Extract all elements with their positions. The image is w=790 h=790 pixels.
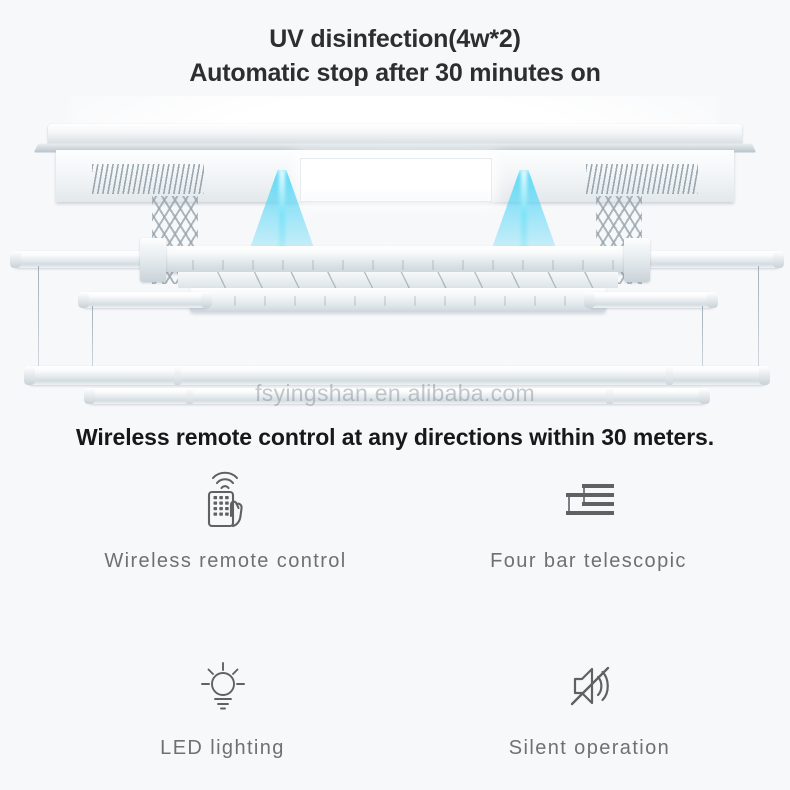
muted-speaker-icon <box>548 649 632 723</box>
ceiling-housing <box>48 124 742 146</box>
feature-four-bar-telescopic: Four bar telescopic <box>387 462 790 573</box>
tagline: Wireless remote control at any direction… <box>75 424 715 450</box>
frame-end-block-right <box>624 238 650 282</box>
feature-silent-operation: Silent operation <box>389 649 790 760</box>
frame-diagonal-struts <box>190 272 606 292</box>
frame-end-block-left <box>140 238 166 282</box>
light-bulb-icon <box>181 649 265 723</box>
feature-label: Four bar telescopic <box>490 550 687 572</box>
frame-top-rail <box>148 246 648 272</box>
outer-rail-right-lower <box>584 292 718 308</box>
feature-label: LED lighting <box>160 737 285 759</box>
feature-label: Silent operation <box>508 737 671 759</box>
feature-wireless-remote-control: Wireless remote control <box>56 462 395 573</box>
center-led-panel <box>300 158 492 202</box>
hanging-bar-lower <box>84 388 710 404</box>
outer-rail-left-lower <box>78 292 212 308</box>
frame-lower-rail <box>190 288 606 312</box>
feature-grid: Wireless remote control Four bar telesco… <box>0 462 790 760</box>
hanger-cord <box>92 306 93 378</box>
right-vent-grille <box>586 164 698 194</box>
hanger-cord <box>702 306 703 378</box>
product-photo <box>0 96 790 416</box>
left-vent-grille <box>92 164 204 194</box>
remote-control-icon <box>184 462 268 536</box>
hanger-cord <box>38 266 39 374</box>
watermark: fsyingshan.en.alibaba.com <box>255 380 535 406</box>
hanger-cord <box>758 266 759 374</box>
heading-line-2: Automatic stop after 30 minutes on <box>189 59 601 87</box>
hanging-bar-upper <box>24 366 770 385</box>
heading-line-1: UV disinfection(4w*2) <box>269 25 521 53</box>
heading-block: UV disinfection(4w*2) Automatic stop aft… <box>0 22 790 90</box>
telescopic-bars-icon <box>547 462 631 536</box>
feature-led-lighting: LED lighting <box>50 649 395 760</box>
feature-label: Wireless remote control <box>104 550 347 572</box>
